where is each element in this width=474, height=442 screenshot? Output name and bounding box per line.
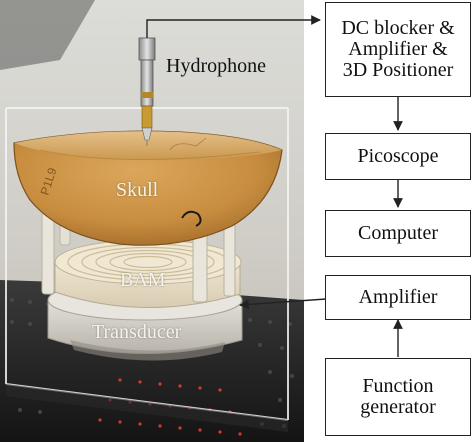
function-generator-box: Function generator xyxy=(325,358,471,436)
function-generator-line-2: generator xyxy=(360,396,436,418)
skull-label: Skull xyxy=(116,179,159,201)
skull: P1L9 xyxy=(13,130,283,246)
transducer-label: Transducer xyxy=(92,321,182,343)
computer-label: Computer xyxy=(358,222,438,244)
computer-box: Computer xyxy=(325,210,471,257)
dc-blocker-amplifier-positioner-box: DC blocker & Amplifier & 3D Positioner xyxy=(325,2,471,97)
function-generator-line-1: Function xyxy=(362,375,434,397)
picoscope-label: Picoscope xyxy=(357,145,439,167)
picoscope-box: Picoscope xyxy=(325,133,471,180)
dc-blocker-line-1: DC blocker & xyxy=(341,17,455,39)
bam-label: BAM xyxy=(120,269,166,291)
amplifier-label: Amplifier xyxy=(358,286,438,308)
dc-blocker-line-3: 3D Positioner xyxy=(342,59,454,81)
amplifier-box: Amplifier xyxy=(325,275,471,320)
experimental-setup-photo: P1L9 xyxy=(0,0,304,442)
dc-blocker-line-2: Amplifier & xyxy=(348,38,448,60)
hydrophone xyxy=(138,37,156,146)
hydrophone-label: Hydrophone xyxy=(166,55,266,77)
arrow-hydrophone-to-dcblocker xyxy=(146,15,321,38)
arrow-amplifier-to-transducer xyxy=(239,298,327,310)
